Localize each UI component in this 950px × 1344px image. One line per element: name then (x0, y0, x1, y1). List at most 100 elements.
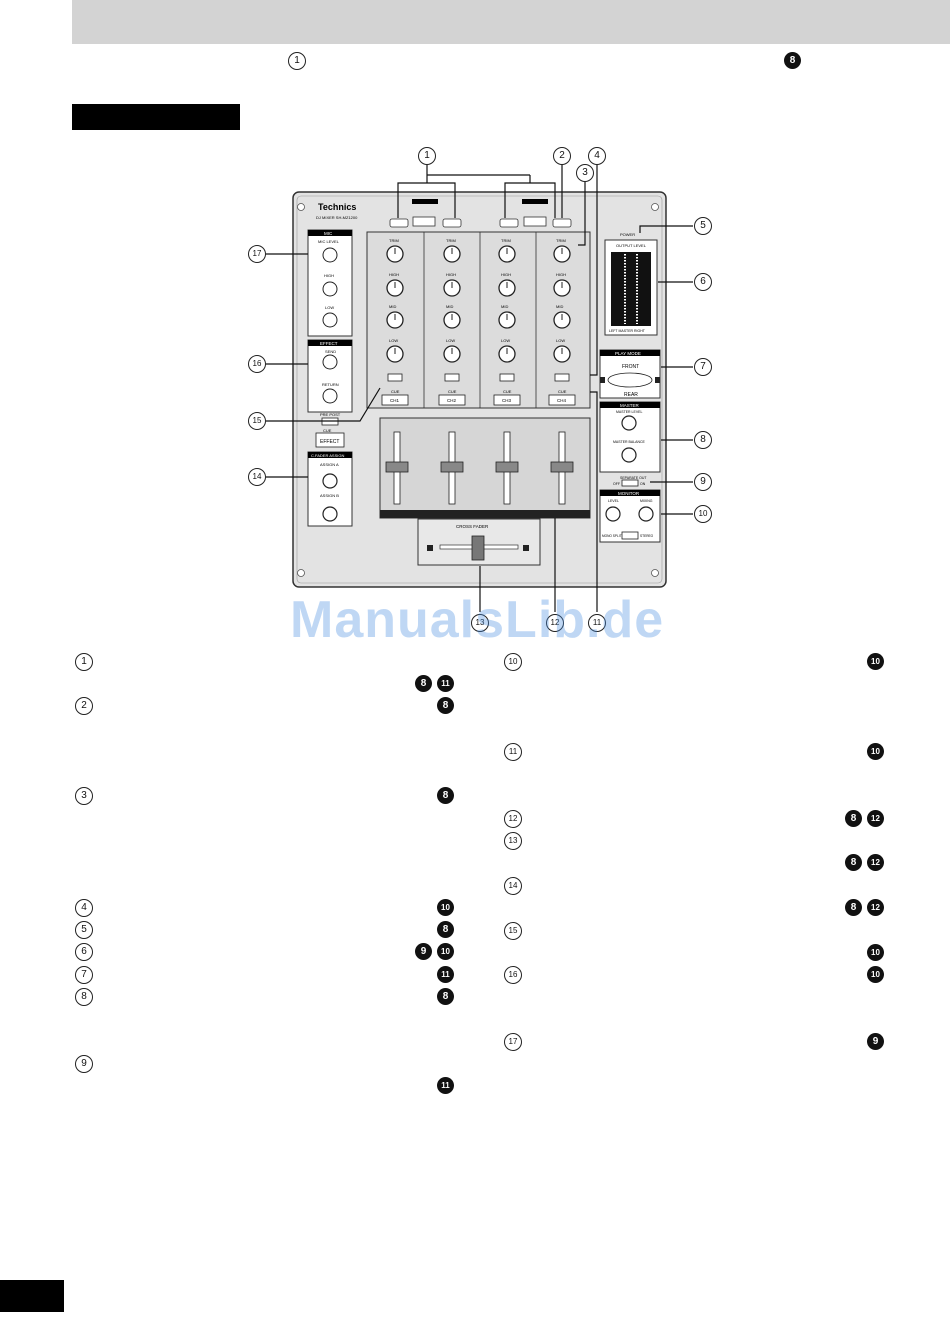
page-reference-marker: 8 (845, 854, 862, 871)
knob-label: LOW (446, 338, 455, 343)
svg-text:LEFT MASTER RIGHT: LEFT MASTER RIGHT (609, 329, 646, 333)
knob-label: MID (556, 304, 563, 309)
callout-11: 11 (588, 614, 606, 632)
cue-button[interactable] (381, 394, 409, 406)
svg-text:RETURN: RETURN (322, 382, 339, 387)
fader-knob[interactable] (550, 461, 574, 473)
callout-13: 13 (471, 614, 489, 632)
list-item-number: 3 (75, 787, 93, 805)
cue-label: CUE (391, 389, 400, 394)
callout-15: 15 (248, 412, 266, 430)
cue-label: CUE (448, 389, 457, 394)
svg-text:ASSIGN A: ASSIGN A (320, 462, 339, 467)
page-reference-marker: 9 (415, 943, 432, 960)
svg-text:LOW: LOW (325, 305, 334, 310)
svg-text:MIXING: MIXING (640, 499, 653, 503)
watermark: ManualsLib.de (290, 591, 665, 649)
svg-text:SEPARATE OUT: SEPARATE OUT (620, 476, 647, 480)
model-label: DJ MIXER SH-MZ1200 (316, 215, 358, 220)
list-item-number: 5 (75, 921, 93, 939)
cue-channel-label: CH1 (390, 398, 399, 403)
svg-text:MASTER LEVEL: MASTER LEVEL (616, 410, 643, 414)
callout-9: 9 (694, 473, 712, 491)
knob-label: TRIM (389, 238, 399, 243)
list-item-number: 14 (504, 877, 522, 895)
page-reference-marker: 10 (867, 653, 884, 670)
knob-label: LOW (556, 338, 565, 343)
mixer-diagram: Technics DJ MIXER SH-MZ1200 TRIM HIGH MID L… (266, 162, 693, 612)
page-reference-marker: 10 (437, 899, 454, 916)
knob-label: TRIM (446, 238, 456, 243)
page-reference-marker: 10 (867, 966, 884, 983)
list-item-number: 8 (75, 988, 93, 1006)
fader-knob[interactable] (440, 461, 464, 473)
channel-switch[interactable] (554, 373, 570, 382)
page-reference-marker: 12 (867, 899, 884, 916)
svg-text:PLAY MODE: PLAY MODE (615, 351, 641, 356)
list-item-number: 9 (75, 1055, 93, 1073)
page-reference-marker: 8 (845, 899, 862, 916)
list-item-number: 6 (75, 943, 93, 961)
page-reference-marker: 11 (437, 1077, 454, 1094)
svg-text:EFFECT: EFFECT (320, 341, 338, 346)
svg-text:HIGH: HIGH (324, 273, 334, 278)
page-reference-marker: 8 (437, 697, 454, 714)
callout-1: 1 (418, 147, 436, 165)
channel-switch[interactable] (444, 373, 460, 382)
knob-label: LOW (389, 338, 398, 343)
svg-text:MIC: MIC (324, 231, 333, 236)
svg-text:OFF: OFF (613, 482, 620, 486)
list-item-number: 12 (504, 810, 522, 828)
cue-button[interactable] (548, 394, 576, 406)
channel-switch[interactable] (387, 373, 403, 382)
knob-label: TRIM (501, 238, 511, 243)
callout-3: 3 (576, 164, 594, 182)
page-reference-marker: 11 (437, 675, 454, 692)
svg-text:C.FADER ASSIGN: C.FADER ASSIGN (311, 453, 344, 458)
fader-knob[interactable] (385, 461, 409, 473)
list-item-number: 1 (75, 653, 93, 671)
cue-label: CUE (558, 389, 567, 394)
header-bar (72, 0, 950, 44)
screws (297, 203, 659, 577)
svg-text:OUTPUT LEVEL: OUTPUT LEVEL (616, 243, 647, 248)
page-reference-marker: 8 (415, 675, 432, 692)
callout-4: 4 (588, 147, 606, 165)
svg-text:MASTER BALANCE: MASTER BALANCE (613, 440, 646, 444)
svg-text:POWER: POWER (620, 232, 635, 237)
list-item-number: 17 (504, 1033, 522, 1051)
callout-6: 6 (694, 273, 712, 291)
svg-text:PRE POST: PRE POST (320, 412, 341, 417)
svg-text:MASTER: MASTER (620, 403, 640, 408)
callout-8: 8 (694, 431, 712, 449)
callout-17: 17 (248, 245, 266, 263)
knob-label: TRIM (556, 238, 566, 243)
callout-16: 16 (248, 355, 266, 373)
channel-knobs: TRIMHIGHMIDLOWTRIMHIGHMIDLOWTRIMHIGHMIDL… (386, 238, 571, 363)
header-marker-right: 8 (784, 52, 801, 69)
svg-text:FRONT: FRONT (622, 364, 639, 370)
page-reference-marker: 10 (437, 943, 454, 960)
cue-button[interactable] (493, 394, 521, 406)
channel-switch[interactable] (499, 373, 515, 382)
knob-label: LOW (501, 338, 510, 343)
cross-fader-knob (471, 535, 485, 561)
knob-label: MID (501, 304, 508, 309)
knob-label: HIGH (501, 272, 511, 277)
page-reference-marker: 8 (437, 787, 454, 804)
svg-text:ASSIGN B: ASSIGN B (320, 493, 339, 498)
svg-text:REAR: REAR (624, 392, 638, 398)
fader-knob[interactable] (495, 461, 519, 473)
page-reference-marker: 8 (437, 921, 454, 938)
callout-14: 14 (248, 468, 266, 486)
list-item-number: 10 (504, 653, 522, 671)
brand-logo: Technics (318, 202, 356, 212)
cue-button[interactable] (438, 394, 466, 406)
list-item-number: 2 (75, 697, 93, 715)
callout-7: 7 (694, 358, 712, 376)
page-number-tab (0, 1280, 64, 1312)
cue-channel-label: CH3 (502, 398, 511, 403)
svg-text:ON: ON (640, 482, 646, 486)
callout-12: 12 (546, 614, 564, 632)
input-selectors (389, 216, 572, 228)
